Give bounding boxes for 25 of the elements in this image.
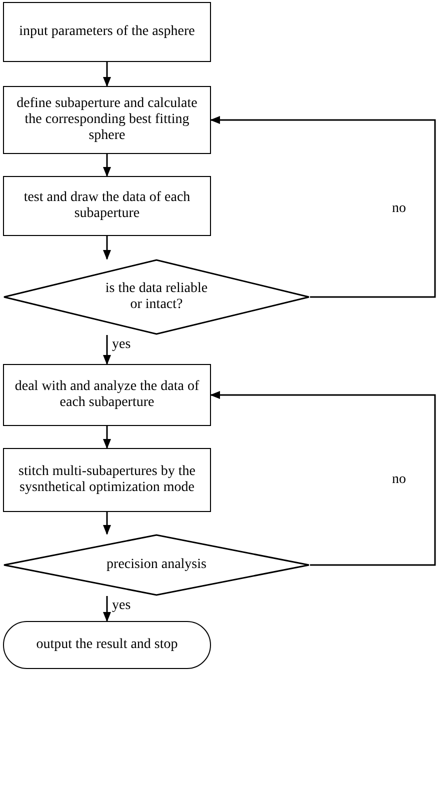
node-text: deal with and analyze the data of each subaperture (14, 379, 200, 411)
arrow (210, 391, 436, 566)
node-text: define subaperture and calculate the corresponding best fitting sphere (16, 96, 198, 144)
node-text: output the result and stop (36, 637, 178, 653)
node-text: precision analysis (106, 557, 206, 573)
process-box (3, 448, 211, 512)
terminal-box (3, 621, 211, 669)
node-text: stitch multi-subapertures by the sysnthetical optimization mode (18, 464, 196, 496)
arrow (210, 116, 436, 298)
arrow (103, 596, 111, 622)
node-text: test and draw the data of each subaperture (22, 190, 192, 222)
node-text: is the data reliable or intact? (104, 281, 209, 313)
process-box (3, 176, 211, 236)
arrow (103, 512, 111, 535)
process-box (3, 2, 211, 62)
process-box (3, 86, 211, 154)
decision-diamond (3, 534, 310, 596)
arrow (103, 426, 111, 449)
arrow (103, 335, 111, 365)
node-text: input parameters of the asphere (19, 24, 195, 40)
arrow (103, 154, 111, 177)
arrow (103, 62, 111, 87)
process-box (3, 364, 211, 426)
arrow (103, 236, 111, 260)
decision-diamond (3, 259, 310, 335)
